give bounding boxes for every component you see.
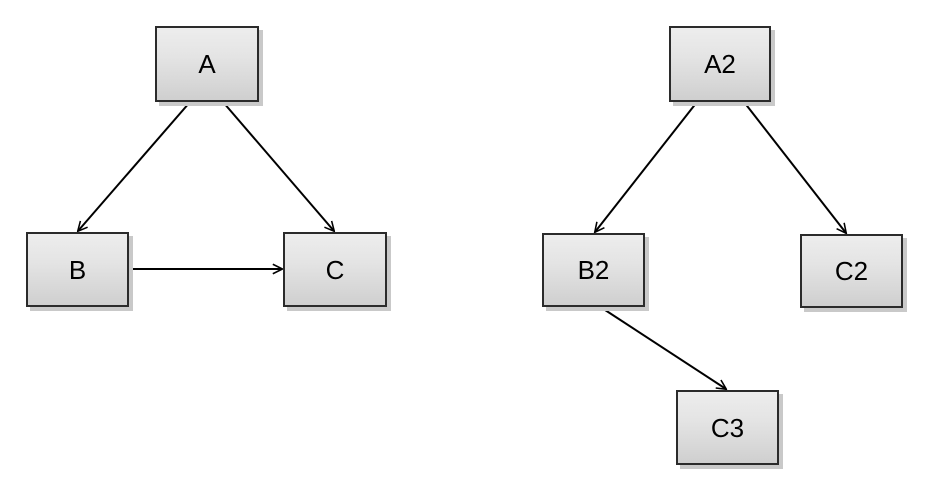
node-label: C2 bbox=[834, 256, 869, 286]
node-label: B2 bbox=[577, 255, 610, 285]
edge-a2-to-c2[interactable] bbox=[743, 101, 846, 233]
node-label: B bbox=[68, 254, 87, 285]
edge-a-to-b[interactable] bbox=[78, 101, 191, 231]
node-c[interactable]: C bbox=[283, 232, 387, 307]
node-label: C3 bbox=[710, 412, 745, 443]
edge-b2-to-c3[interactable] bbox=[601, 307, 726, 389]
node-a2[interactable]: A2 bbox=[669, 26, 771, 102]
node-b2[interactable]: B2 bbox=[542, 233, 645, 307]
node-c2[interactable]: C2 bbox=[800, 234, 903, 308]
edge-a-to-c[interactable] bbox=[222, 101, 334, 231]
node-b[interactable]: B bbox=[26, 232, 129, 307]
node-label: C bbox=[325, 254, 345, 285]
node-label: A2 bbox=[704, 49, 736, 79]
node-a[interactable]: A bbox=[155, 26, 259, 102]
node-label: A bbox=[198, 49, 216, 79]
node-c3[interactable]: C3 bbox=[676, 390, 779, 465]
edges-group bbox=[78, 101, 846, 389]
edge-a2-to-b2[interactable] bbox=[595, 101, 698, 232]
